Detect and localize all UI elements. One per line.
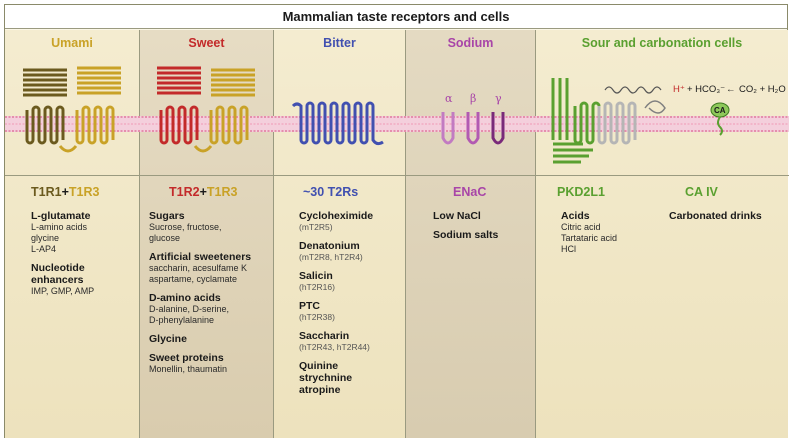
subunit-alpha: α <box>445 92 453 105</box>
ligand-detail: (hT2R38) <box>299 312 335 322</box>
ligand-item: strychnine <box>299 372 403 384</box>
header-sweet: Sweet <box>188 36 225 50</box>
section-divider <box>5 175 789 176</box>
receptor-bitter: ~30 T2Rs <box>303 185 359 199</box>
figure-title: Mammalian taste receptors and cells <box>5 5 787 29</box>
ligand-name: strychnine <box>299 372 353 384</box>
header-bitter: Bitter <box>323 36 356 50</box>
ligand-detail: (mT2R5) <box>299 222 333 232</box>
receptor-umami: T1R1+T1R3 <box>31 185 100 199</box>
figure-frame: Mammalian taste receptors and cells Umam… <box>4 4 789 438</box>
ca-enzyme-icon: CA <box>710 102 730 136</box>
ligand-name: Salicin <box>299 270 333 282</box>
receptor-artwork: α β γ H⁺ + HCO₃⁻ ← CO₂ + H₂O <box>5 66 789 164</box>
ligand-item: Sodium salts <box>433 229 533 241</box>
equation-hplus: H⁺ <box>673 84 685 95</box>
ligand-item: Salicin(hT2R16) <box>299 270 403 293</box>
ligand-detail: IMP, GMP, AMP <box>31 286 95 296</box>
column-bitter: Bitter <box>273 30 405 438</box>
ligand-item: Carbonated drinks <box>669 210 785 222</box>
ligand-name: Sugars <box>149 210 185 222</box>
header-sour: Sour and carbonation cells <box>581 36 743 50</box>
ligand-item: Denatonium(mT2R8, hT2R4) <box>299 240 403 263</box>
ligand-name: Cycloheximide <box>299 210 374 222</box>
column-umami: Umami <box>5 30 139 438</box>
ligand-name: Saccharin <box>299 330 350 342</box>
ligand-name: Nucleotide enhancers <box>31 262 85 286</box>
column-sodium: Sodium <box>405 30 535 438</box>
bitter-receptor-icon <box>291 101 384 146</box>
receptor-sodium: ENaC <box>453 185 487 199</box>
ligand-item: Low NaCl <box>433 210 533 222</box>
ligand-name: atropine <box>299 384 341 396</box>
ligand-detail: Monellin, thaumatin <box>149 364 228 374</box>
header-sodium: Sodium <box>447 36 494 50</box>
ligand-name: Sweet proteins <box>149 352 224 364</box>
ligand-detail: Sucrose, fructose, <box>149 222 222 232</box>
column-sour: Sour and carbonation cells <box>535 30 788 438</box>
ca-label: CA <box>714 106 726 115</box>
sweet-receptor-icon <box>157 66 255 153</box>
ligand-detail: glucose <box>149 233 181 243</box>
equation-arrow: ← <box>726 84 736 95</box>
header-umami: Umami <box>51 36 93 50</box>
ligand-name: Glycine <box>149 333 187 345</box>
ligand-detail: Tartataric acid <box>561 233 618 243</box>
ligand-name: Sodium salts <box>433 229 499 241</box>
umami-receptor-icon <box>23 66 121 153</box>
ligand-detail: L-AP4 <box>31 244 57 254</box>
subunit-gamma: γ <box>495 92 502 105</box>
receptor-pkd2l1: PKD2L1 <box>557 185 605 199</box>
ligand-name: Denatonium <box>299 240 360 252</box>
ligand-item: Quinine <box>299 360 403 372</box>
ligand-name: Quinine <box>299 360 339 372</box>
ligand-item: atropine <box>299 384 403 396</box>
ligands-bitter: Cycloheximide(mT2R5) Denatonium(mT2R8, hT… <box>299 210 403 396</box>
receptor-ca4: CA IV <box>685 185 718 199</box>
ligand-detail: (mT2R8, hT2R4) <box>299 252 363 262</box>
cell-membrane <box>5 116 789 132</box>
ligand-item: Saccharin(hT2R43, hT2R44) <box>299 330 403 353</box>
ligand-detail: aspartame, cyclamate <box>149 274 238 284</box>
ligand-name: PTC <box>299 300 320 312</box>
pkd2l1-receptor-icon <box>551 78 666 164</box>
ligand-detail: glycine <box>31 233 60 243</box>
equation-right: CO₂ + H₂O <box>739 84 786 95</box>
ligand-item: Cycloheximide(mT2R5) <box>299 210 403 233</box>
equation-bicarbonate: + HCO₃⁻ <box>687 84 725 95</box>
ligand-item: PTC(hT2R38) <box>299 300 403 323</box>
ligand-name: Carbonated drinks <box>669 210 762 222</box>
ligand-name: L-glutamate <box>31 210 91 222</box>
ligand-name: Acids <box>561 210 590 222</box>
receptor-sweet: T1R2+T1R3 <box>169 185 238 199</box>
ligand-detail: L-amino acids <box>31 222 88 232</box>
ligand-name: Low NaCl <box>433 210 481 222</box>
ligand-item: Glycine <box>149 333 273 345</box>
ligand-detail: saccharin, acesulfame K <box>149 263 248 273</box>
column-sweet: Sweet <box>139 30 273 438</box>
ligand-detail: D-phenylalanine <box>149 315 215 325</box>
enac-channel-icon: α β γ <box>441 92 505 145</box>
carbonation-equation: H⁺ + HCO₃⁻ ← CO₂ + H₂O <box>673 84 786 95</box>
ligand-detail: D-alanine, D-serine, <box>149 304 230 314</box>
ligand-detail: (hT2R43, hT2R44) <box>299 342 370 352</box>
subunit-beta: β <box>470 92 476 105</box>
ligand-name: D-amino acids <box>149 292 221 304</box>
ligand-name: Artificial sweeteners <box>149 251 252 263</box>
ligand-detail: HCl <box>561 244 576 254</box>
ligand-detail: (hT2R16) <box>299 282 335 292</box>
ligands-ca4: Carbonated drinks <box>669 210 785 229</box>
ligand-detail: Citric acid <box>561 222 601 232</box>
